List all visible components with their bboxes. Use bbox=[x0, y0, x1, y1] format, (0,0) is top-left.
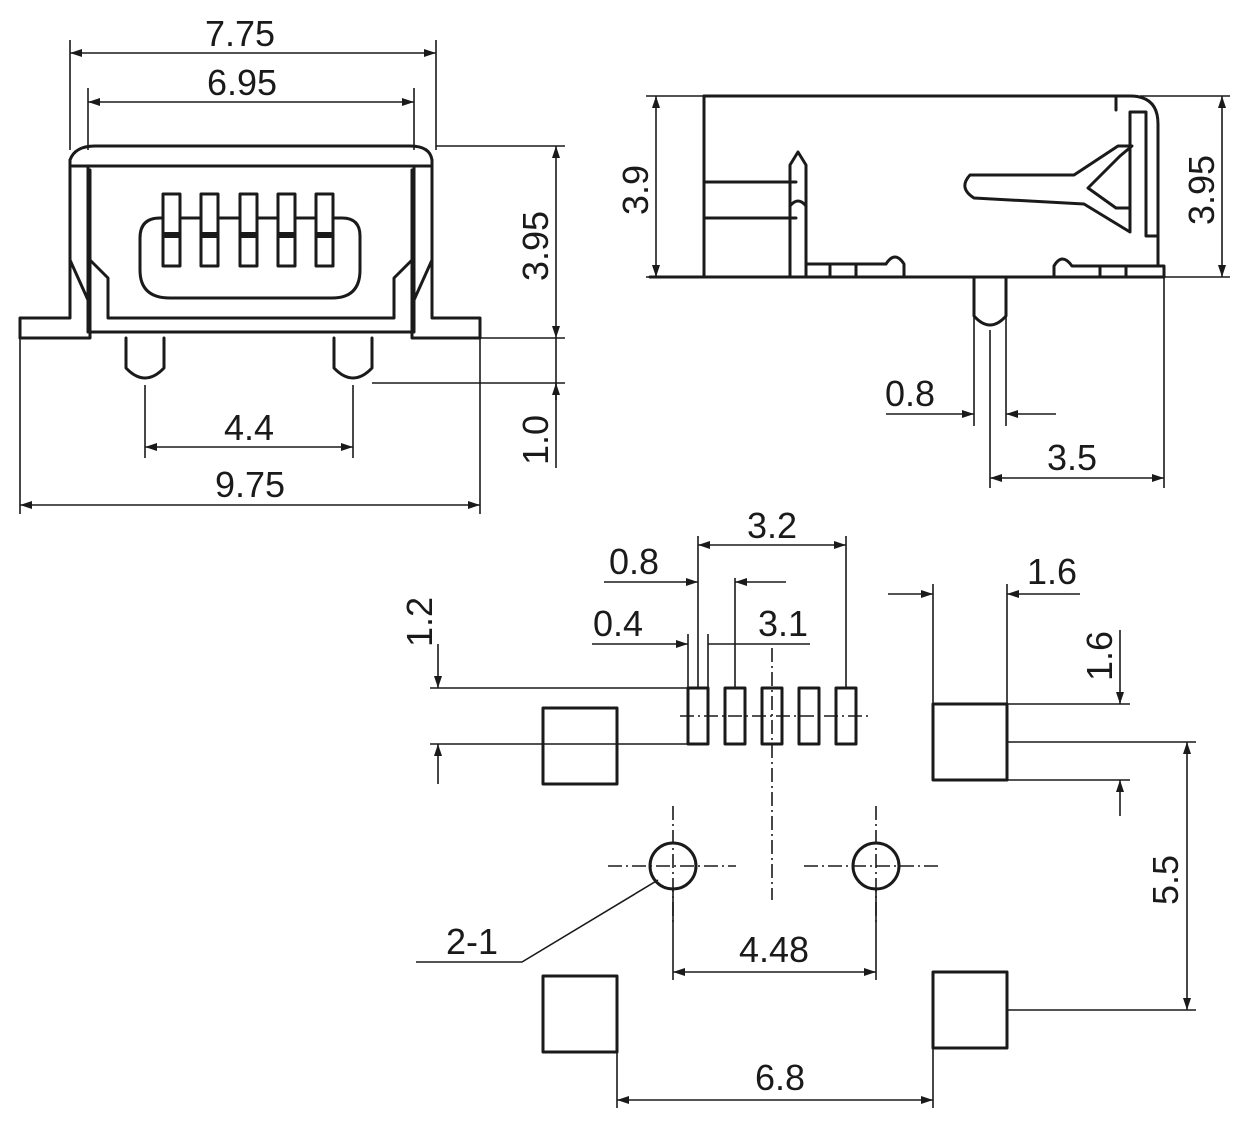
receptacle-opening bbox=[138, 216, 362, 300]
pin-4 bbox=[276, 192, 297, 268]
pin-1-mark bbox=[163, 232, 180, 238]
left-locating-peg bbox=[124, 336, 166, 380]
dim-4-48-label: 4.48 bbox=[739, 929, 809, 970]
pin-3-mark bbox=[240, 232, 257, 238]
dim-3-9-label: 3.9 bbox=[615, 165, 656, 215]
pin-3 bbox=[238, 192, 259, 268]
mount-pad-top-left bbox=[541, 706, 619, 786]
side-contact-spring bbox=[963, 144, 1134, 234]
pin-2-mark bbox=[201, 232, 218, 238]
side-vertical-latch bbox=[788, 150, 808, 279]
dim-9-75-label: 9.75 bbox=[215, 464, 285, 505]
dim-1-6-width-label: 1.6 bbox=[1027, 551, 1077, 592]
pin-5-mark bbox=[316, 232, 333, 238]
left-mounting-tab bbox=[18, 158, 92, 340]
dim-3-95-side-label: 3.95 bbox=[1181, 155, 1222, 225]
pcb-footprint: 2-1 3.2 0.8 0.4 3.1 1.2 1.6 bbox=[399, 505, 1196, 1108]
side-bottom-feature-left bbox=[804, 255, 906, 279]
dim-3-2-label: 3.2 bbox=[747, 505, 797, 546]
front-view: 7.75 6.95 3.95 1.0 4.4 9.75 bbox=[18, 13, 565, 514]
side-bottom-feature-right bbox=[1052, 257, 1162, 279]
mount-pad-bottom-right bbox=[931, 970, 1009, 1050]
shell-inner-step bbox=[86, 256, 416, 320]
right-locating-peg bbox=[332, 336, 374, 380]
mount-pad-top-right bbox=[931, 702, 1009, 782]
front-shell-outline bbox=[68, 144, 434, 334]
side-body-outline bbox=[648, 94, 1166, 279]
dim-7-75-label: 7.75 bbox=[205, 13, 275, 54]
contact-pins bbox=[161, 192, 335, 268]
dim-1-6-height-label: 1.6 bbox=[1079, 631, 1120, 681]
dim-6-8-label: 6.8 bbox=[755, 1057, 805, 1098]
dim-3-5-label: 3.5 bbox=[1047, 437, 1097, 478]
dim-0-8-footprint-label: 0.8 bbox=[609, 541, 659, 582]
dim-1-0-label: 1.0 bbox=[515, 415, 556, 465]
pin-5 bbox=[314, 192, 335, 268]
dim-3-95-front-label: 3.95 bbox=[515, 211, 556, 281]
pin-1 bbox=[161, 192, 182, 268]
side-view: 3.9 3.95 0.8 3.5 bbox=[615, 94, 1230, 488]
mount-pad-bottom-left bbox=[541, 974, 619, 1054]
dim-1-2-label: 1.2 bbox=[399, 597, 440, 647]
pin-4-mark bbox=[278, 232, 295, 238]
pin-2 bbox=[199, 192, 220, 268]
right-mounting-tab bbox=[410, 158, 482, 340]
dim-6-95-label: 6.95 bbox=[207, 62, 277, 103]
hole-callout-label: 2-1 bbox=[446, 921, 498, 962]
side-locating-peg bbox=[972, 275, 1008, 327]
dim-4-4-label: 4.4 bbox=[224, 407, 274, 448]
dim-3-1-label: 3.1 bbox=[758, 603, 808, 644]
dim-5-5-label: 5.5 bbox=[1145, 855, 1186, 905]
dim-0-8-side-label: 0.8 bbox=[885, 373, 935, 414]
dim-0-4-label: 0.4 bbox=[593, 603, 643, 644]
hole-callout-leader bbox=[416, 879, 659, 963]
